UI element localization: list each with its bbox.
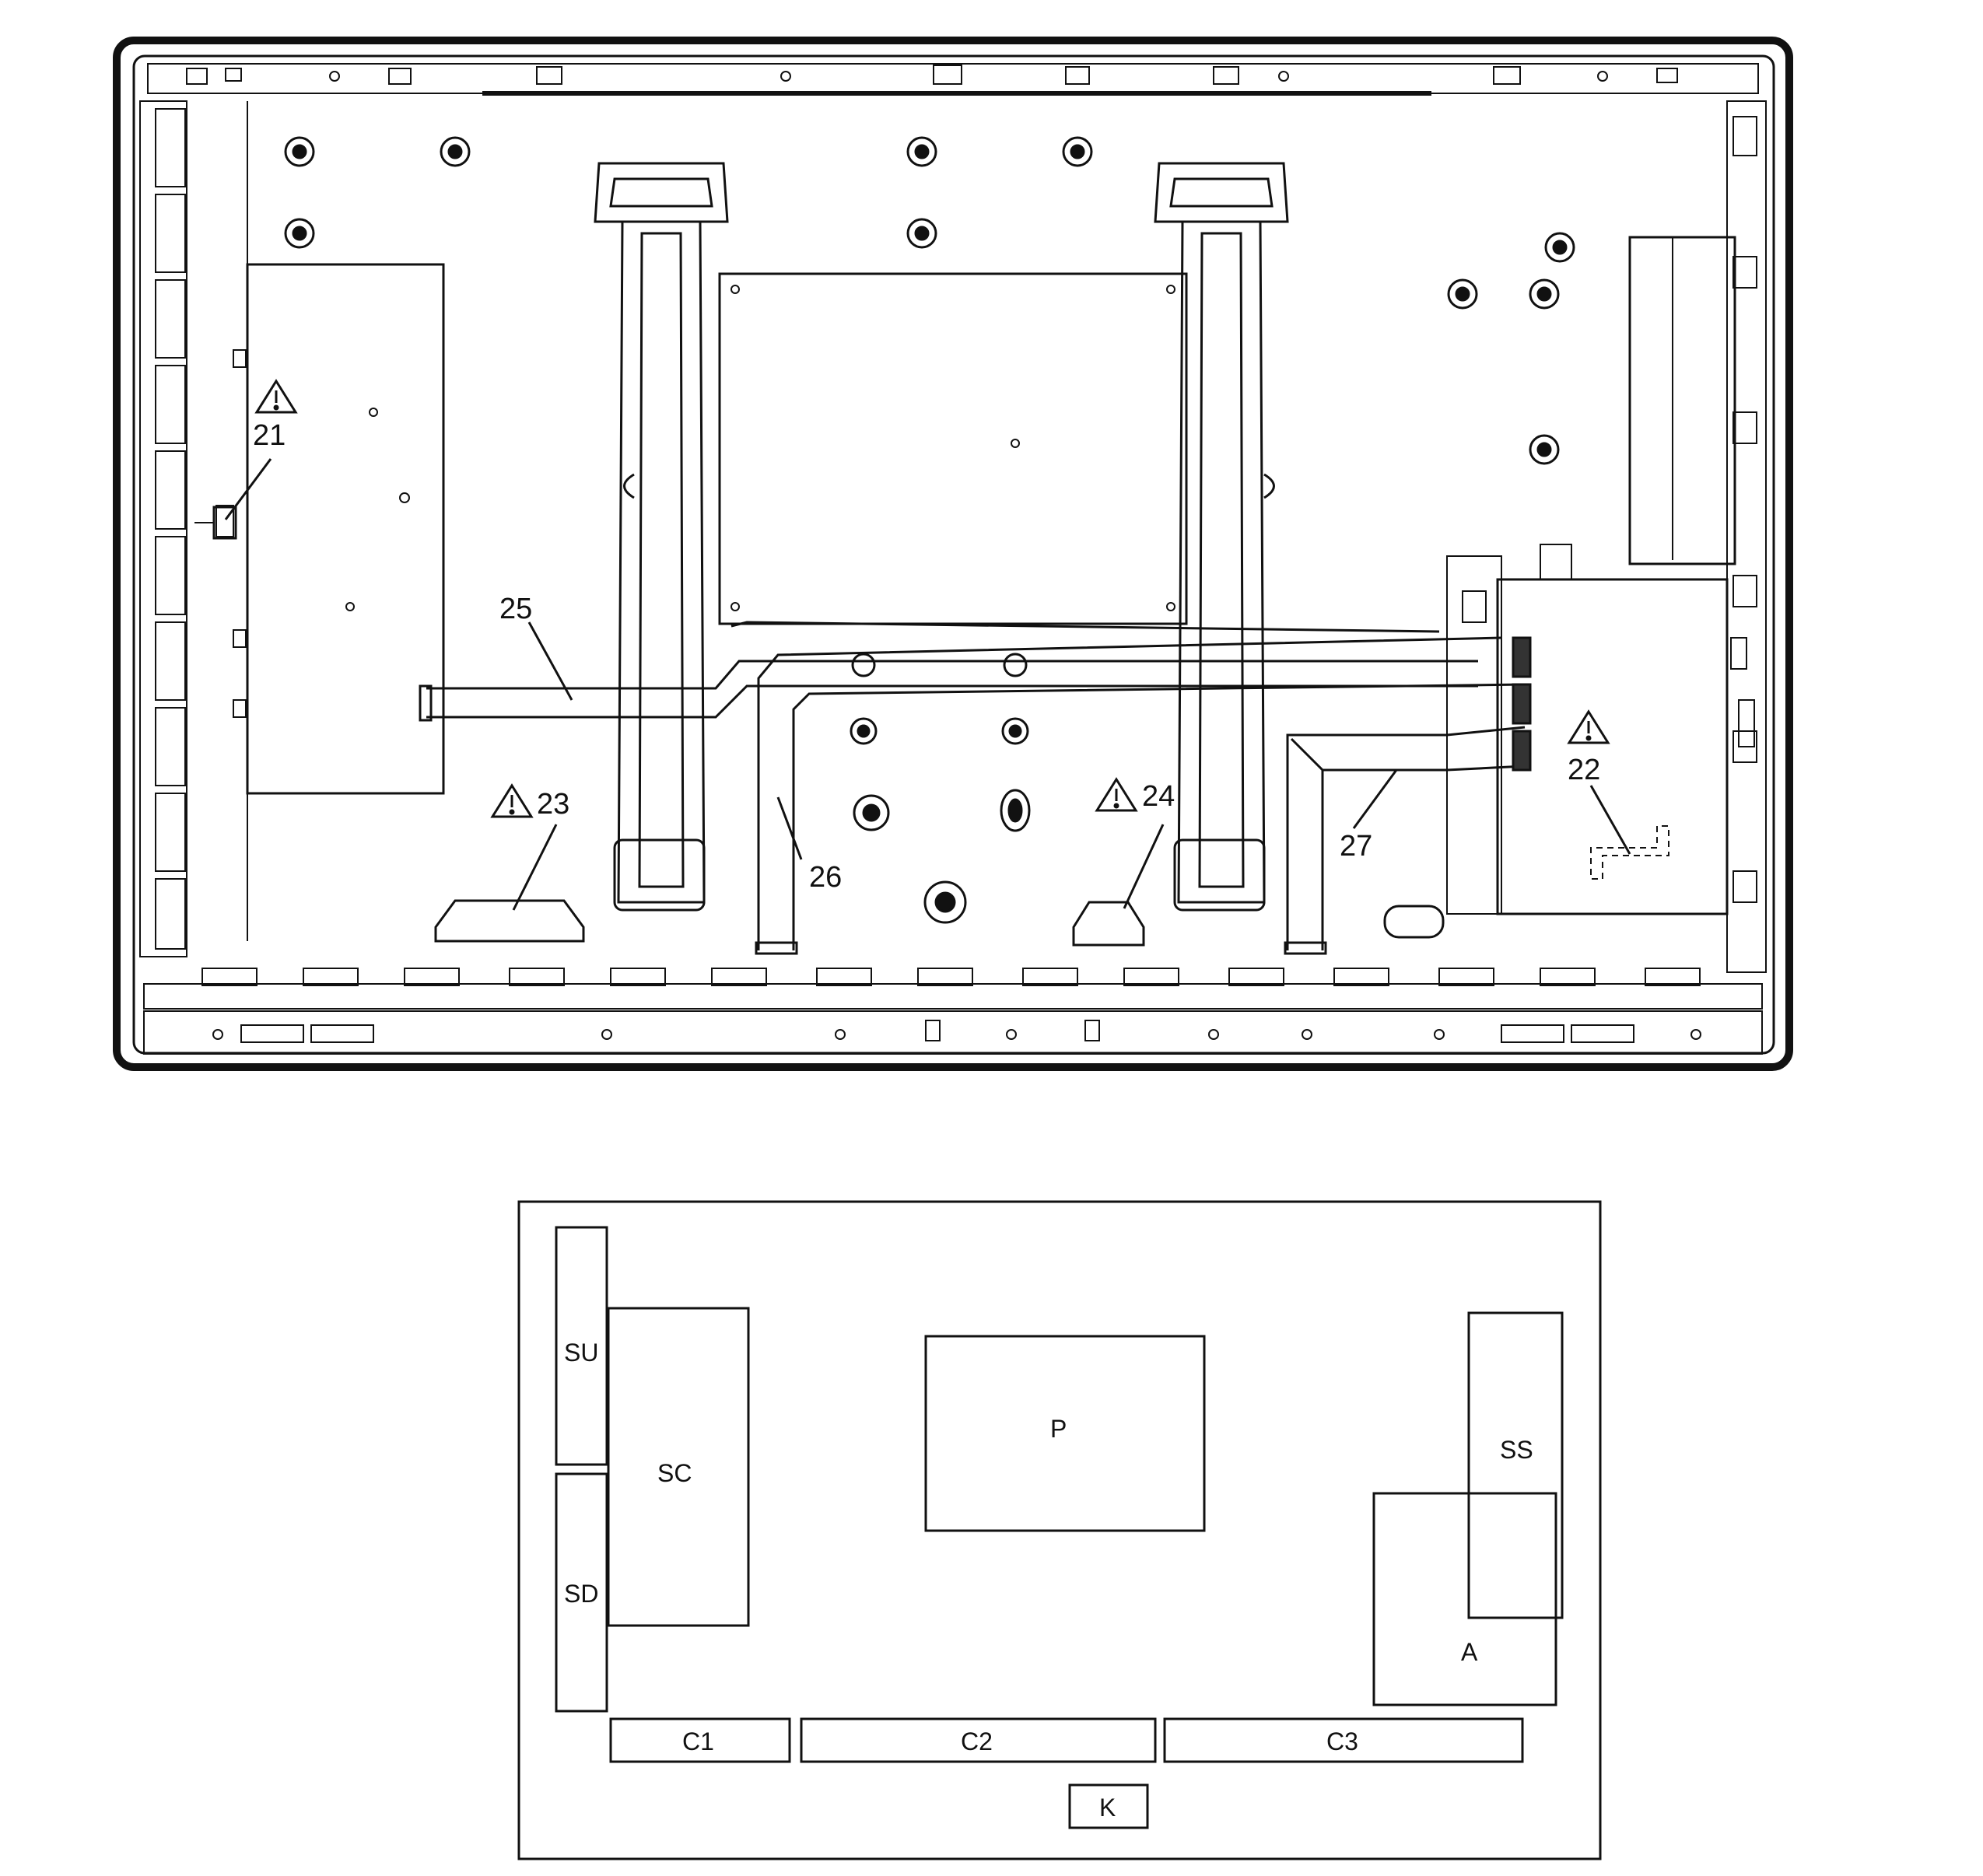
- block-c2: [800, 1717, 1157, 1763]
- cover-plate-24: [1072, 901, 1145, 947]
- block-p: [924, 1335, 1206, 1532]
- callout-22: 22: [1568, 754, 1600, 786]
- cable-27: [1284, 636, 1532, 955]
- label-sc: SC: [657, 1459, 692, 1487]
- block-k: [1068, 1783, 1149, 1829]
- block-location-map: [517, 1200, 1602, 1860]
- block-sc: [607, 1307, 750, 1627]
- right-rail: [1726, 100, 1767, 973]
- p-board: [718, 272, 1188, 625]
- right-support-bracket: [1154, 162, 1289, 912]
- outer-frame: [113, 37, 1793, 1071]
- block-ss: [1467, 1311, 1564, 1619]
- label-c1: C1: [682, 1727, 714, 1755]
- block-a: [1372, 1492, 1557, 1706]
- left-connector-blocks: [155, 108, 186, 950]
- left-connector-rail: [139, 100, 187, 957]
- label-p: P: [1050, 1415, 1067, 1443]
- block-c3: [1163, 1717, 1524, 1763]
- bottom-base: [143, 1010, 1763, 1055]
- warning-triangle-icon-22: [1567, 709, 1610, 744]
- label-c3: C3: [1326, 1727, 1358, 1755]
- label-ss: SS: [1500, 1436, 1533, 1464]
- chassis-rear-view: [113, 37, 1793, 1071]
- callout-27: 27: [1340, 830, 1372, 863]
- cover-plate-23: [434, 899, 585, 943]
- warning-triangle-icon-21: [254, 379, 298, 414]
- part-22: [1590, 825, 1669, 880]
- warning-triangle-icon-23: [490, 783, 534, 818]
- block-c1: [609, 1717, 791, 1763]
- bottom-rail: [143, 983, 1763, 1010]
- map-outline: [517, 1200, 1602, 1860]
- label-a: A: [1461, 1638, 1478, 1666]
- callout-25: 25: [499, 593, 532, 625]
- label-sd: SD: [564, 1580, 598, 1608]
- cable-25: [419, 660, 1478, 722]
- block-su: [555, 1226, 608, 1466]
- label-su: SU: [564, 1339, 598, 1367]
- callout-23: 23: [537, 788, 569, 821]
- bottom-screw-holes: [212, 1029, 1701, 1040]
- block-ss-hidden-edge: [1468, 1493, 1556, 1619]
- callout-26: 26: [809, 861, 842, 894]
- ss-board: [1628, 236, 1736, 565]
- screw-bosses: [284, 136, 1575, 924]
- top-rail-brackets: [186, 65, 1678, 85]
- sc-board: [246, 263, 445, 795]
- callout-21: 21: [253, 419, 286, 452]
- bottom-connectors: [201, 968, 1701, 1043]
- warning-triangle-icon-24: [1095, 777, 1138, 812]
- cable-26: [730, 621, 1526, 955]
- leader-lines: [224, 458, 1631, 911]
- left-support-bracket: [594, 162, 729, 912]
- a-board: [1496, 578, 1729, 915]
- block-sd: [555, 1472, 608, 1713]
- label-c2: C2: [961, 1727, 993, 1755]
- label-k: K: [1099, 1794, 1116, 1822]
- callout-24: 24: [1142, 780, 1175, 813]
